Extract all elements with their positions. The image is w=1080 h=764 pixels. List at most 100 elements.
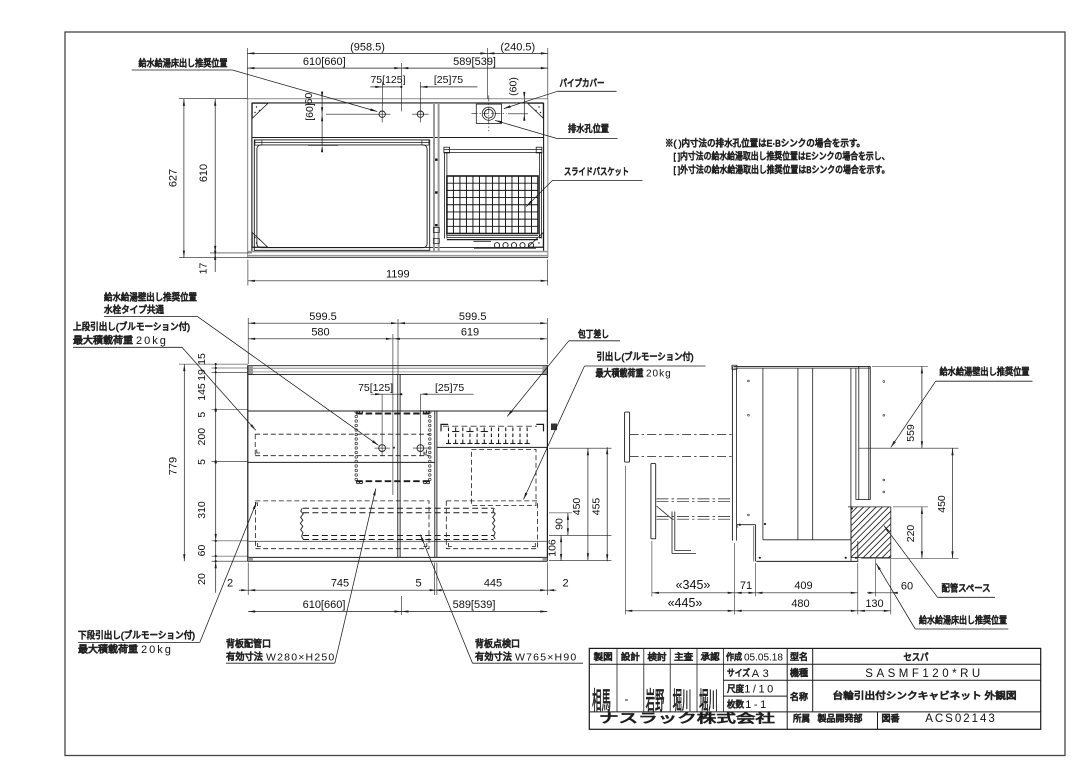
svg-text:W280×H250: W280×H250: [266, 652, 335, 664]
svg-text:450: 450: [571, 498, 583, 516]
svg-text:図番: 図番: [882, 712, 900, 723]
svg-text:製図: 製図: [594, 651, 613, 662]
svg-text:有効寸法: 有効寸法: [226, 651, 263, 663]
svg-text:130: 130: [865, 598, 883, 610]
svg-text:75[125]: 75[125]: [358, 382, 393, 394]
svg-text:※( )内寸法の排水孔位置はE·Bシンクの場合を示す。: ※( )内寸法の排水孔位置はE·Bシンクの場合を示す。: [665, 137, 865, 149]
svg-text:-: -: [625, 692, 629, 706]
svg-text:60: 60: [196, 545, 208, 557]
svg-text:排水孔位置: 排水孔位置: [568, 123, 609, 135]
svg-text:背板配管口: 背板配管口: [226, 638, 271, 650]
svg-text:[25]75: [25]75: [435, 382, 464, 394]
svg-text:106: 106: [547, 539, 559, 557]
svg-text:相馬: 相馬: [592, 687, 611, 715]
svg-text:17: 17: [198, 263, 210, 275]
svg-text:給水給湯床出し推奨位置: 給水給湯床出し推奨位置: [919, 614, 1007, 626]
svg-text:最大積載荷重: 最大積載荷重: [73, 335, 134, 347]
svg-text:15: 15: [196, 353, 208, 365]
svg-text:5: 5: [196, 412, 208, 418]
svg-text:設計: 設計: [621, 651, 640, 662]
svg-text:(60): (60): [508, 77, 520, 96]
svg-text:580: 580: [311, 327, 329, 339]
svg-text:(958.5): (958.5): [350, 41, 385, 53]
svg-text:(240.5): (240.5): [500, 41, 535, 53]
svg-text:給水給湯床出し推奨位置: 給水給湯床出し推奨位置: [139, 57, 228, 69]
svg-text:給水給湯壁出し推奨位置: 給水給湯壁出し推奨位置: [940, 366, 1030, 378]
svg-text:2: 2: [562, 577, 568, 589]
svg-text:枚数: 枚数: [727, 699, 744, 710]
svg-text:409: 409: [794, 580, 812, 592]
svg-text:パイプカバー: パイプカバー: [560, 78, 605, 89]
svg-text:最大積載荷重: 最大積載荷重: [78, 644, 139, 656]
svg-text:310: 310: [196, 501, 208, 519]
svg-text:450: 450: [936, 495, 948, 513]
svg-text:627: 627: [167, 169, 179, 187]
svg-text:給水給湯壁出し推奨位置: 給水給湯壁出し推奨位置: [104, 291, 197, 303]
svg-text:779: 779: [168, 457, 180, 475]
svg-text:背板点検口: 背板点検口: [475, 638, 520, 650]
svg-text:589[539]: 589[539]: [453, 599, 496, 611]
svg-text:[ ]内寸法の給水給湯取出し推奨位置はEシンクの場合を示し: [ ]内寸法の給水給湯取出し推奨位置はEシンクの場合を示し、: [674, 151, 890, 163]
svg-text:1-1: 1-1: [745, 699, 768, 711]
svg-text:20kg: 20kg: [136, 335, 168, 347]
svg-text:5: 5: [196, 459, 208, 465]
svg-text:サイズ: サイズ: [727, 667, 750, 678]
svg-text:71: 71: [740, 580, 752, 592]
svg-text:200: 200: [196, 428, 208, 446]
svg-text:名称: 名称: [790, 691, 808, 702]
svg-text:1/10: 1/10: [744, 684, 775, 696]
svg-text:セスパ: セスパ: [904, 653, 929, 664]
svg-text:配管スペース: 配管スペース: [942, 582, 991, 594]
svg-text:[ ]外寸法の給水給湯取出し推奨位置はBシンクの場合を示す: [ ]外寸法の給水給湯取出し推奨位置はBシンクの場合を示す。: [674, 164, 890, 176]
svg-text:610[660]: 610[660]: [303, 56, 346, 68]
svg-text:455: 455: [591, 498, 603, 516]
svg-text:589[539]: 589[539]: [453, 56, 496, 68]
svg-text:承認: 承認: [701, 651, 720, 662]
svg-text:745: 745: [331, 577, 349, 589]
svg-text:2: 2: [227, 577, 233, 589]
svg-text:60: 60: [901, 581, 913, 593]
svg-text:ACS02143: ACS02143: [925, 713, 997, 725]
svg-text:検討: 検討: [648, 651, 667, 662]
svg-text:岩野: 岩野: [646, 687, 665, 715]
svg-text:559: 559: [905, 424, 917, 442]
svg-text:610[660]: 610[660]: [303, 599, 346, 611]
svg-text:1199: 1199: [386, 269, 410, 281]
svg-text:«445»: «445»: [668, 596, 703, 610]
svg-text:05.05.18: 05.05.18: [744, 653, 783, 664]
svg-text:19: 19: [196, 369, 208, 381]
svg-text:145: 145: [196, 383, 208, 401]
svg-text:作成: 作成: [726, 651, 742, 662]
svg-text:所属: 所属: [793, 713, 810, 723]
svg-text:スライドバスケット: スライドバスケット: [564, 167, 629, 178]
svg-text:445: 445: [484, 577, 502, 589]
svg-text:製品開発部: 製品開発部: [818, 712, 863, 723]
svg-text:599.5: 599.5: [309, 311, 337, 323]
svg-text:75[125]: 75[125]: [370, 74, 405, 86]
svg-text:220: 220: [905, 525, 917, 543]
svg-text:480: 480: [791, 598, 809, 610]
svg-text:引出し(ブルモーション付): 引出し(ブルモーション付): [597, 351, 694, 363]
svg-text:堀川: 堀川: [699, 687, 718, 715]
svg-text:60: 60: [303, 93, 315, 105]
svg-text:«345»: «345»: [676, 578, 711, 592]
svg-text:SASMF120*RU: SASMF120*RU: [865, 668, 983, 680]
svg-text:20kg: 20kg: [141, 644, 173, 656]
svg-text:下段引出し(ブルモーション付): 下段引出し(ブルモーション付): [78, 629, 195, 641]
svg-text:599.5: 599.5: [459, 311, 487, 323]
svg-text:W765×H90: W765×H90: [515, 652, 577, 664]
svg-text:ナスラック株式会社: ナスラック株式会社: [599, 711, 775, 726]
svg-text:619: 619: [461, 327, 479, 339]
svg-text:水栓タイプ共通: 水栓タイプ共通: [104, 304, 164, 316]
svg-text:[60]: [60]: [304, 103, 316, 121]
svg-text:型名: 型名: [790, 651, 808, 662]
svg-text:堀川: 堀川: [673, 687, 692, 715]
svg-text:最大積載荷重: 最大積載荷重: [596, 367, 644, 379]
svg-text:5: 5: [415, 577, 421, 589]
svg-text:A3: A3: [752, 668, 772, 680]
svg-text:包丁差し: 包丁差し: [578, 328, 609, 340]
svg-text:主査: 主査: [674, 651, 693, 662]
svg-text:有効寸法: 有効寸法: [475, 651, 512, 663]
svg-text:20kg: 20kg: [646, 369, 672, 380]
svg-text:尺度: 尺度: [727, 683, 744, 694]
